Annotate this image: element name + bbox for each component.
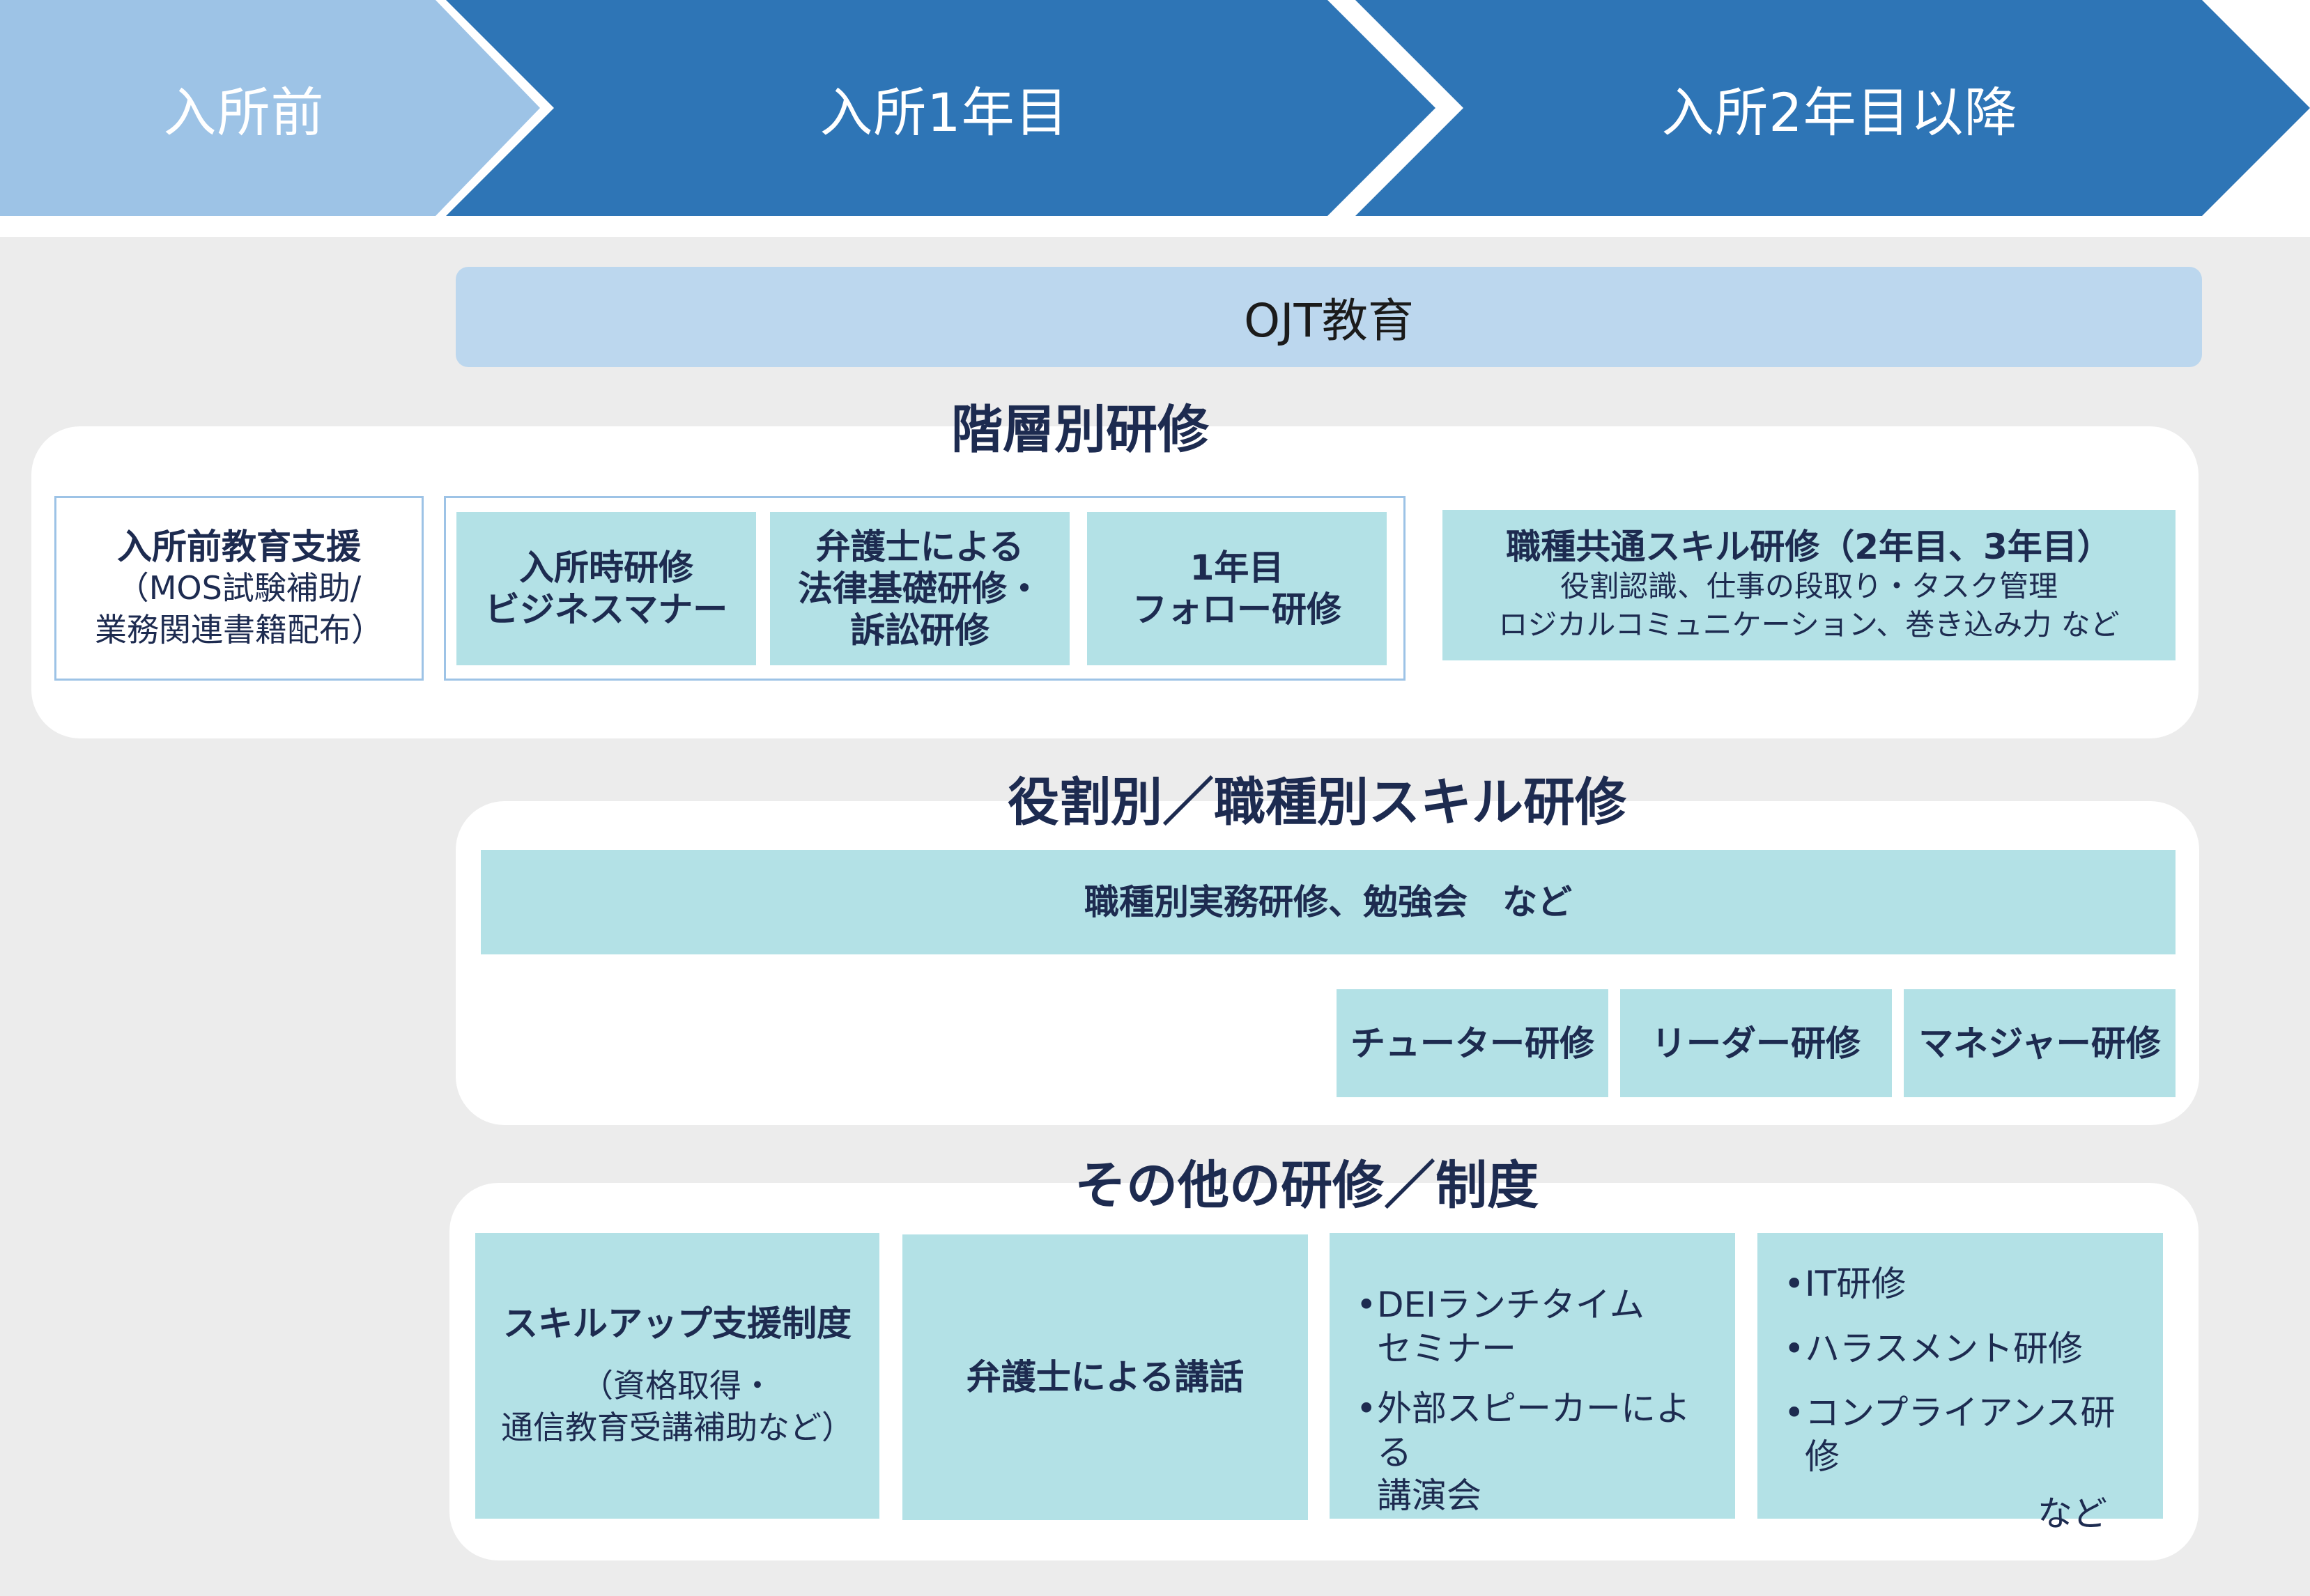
compliance-box: • IT研修 • ハラスメント研修 • コンプライアンス研修 など: [1757, 1233, 2163, 1534]
it-item-1-text: IT研修: [1805, 1264, 1907, 1304]
phase-chevrons: [0, 0, 2310, 216]
bullet-dot: •: [1784, 1264, 1805, 1304]
leader-training-box: リーダー研修: [1620, 989, 1892, 1097]
dei-box: • DEIランチタイム セミナー • 外部スピーカーによる 講演会: [1330, 1233, 1735, 1519]
other-title: その他の研修／制度: [1075, 1155, 1539, 1216]
phase-chevron-pre: [0, 0, 540, 216]
lawyer-training-line3: 訴訟研修: [850, 610, 990, 651]
followup-training-line2: フォロー研修: [1132, 589, 1341, 630]
tutor-training-box: チューター研修: [1337, 989, 1608, 1097]
skillup-box: スキルアップ支援制度 （資格取得・ 通信教育受講補助など）: [475, 1233, 879, 1519]
common-skill-sub2: ロジカルコミュニケーション、巻き込み力 など: [1498, 607, 2120, 642]
bullet-dot: •: [1356, 1285, 1377, 1325]
common-skill-sub1: 役割認識、仕事の段取り・タスク管理: [1560, 569, 2058, 604]
intro-training-line1: 入所時研修: [519, 548, 693, 588]
ojt-bar: OJT教育: [456, 267, 2202, 367]
role-title: 役割別／職種別スキル研修: [1008, 772, 1626, 832]
skillup-sub2: 通信教育受講補助など）: [501, 1409, 854, 1446]
it-item-2: • ハラスメント研修: [1784, 1327, 2149, 1371]
pre-support-box: 入所前教育支援 （MOS試験補助/ 業務関連書籍配布）: [54, 496, 424, 681]
year1-group-outline: [444, 496, 1406, 681]
dei-item-2-line2: 講演会: [1377, 1475, 1481, 1516]
dei-item-2-line1: 外部スピーカーによる: [1377, 1388, 1691, 1473]
hierarchy-title: 階層別研修: [951, 399, 1209, 460]
intro-training-line2: ビジネスマナー: [484, 589, 728, 630]
it-etc: など: [2038, 1494, 2107, 1534]
manager-training-box: マネジャー研修: [1904, 989, 2176, 1097]
phase-label-year1: 入所1年目: [819, 82, 1069, 144]
dei-item-1: • DEIランチタイム セミナー: [1356, 1283, 1721, 1370]
phase-chevron-year2: [1355, 0, 2310, 216]
followup-training-line1: 1年目: [1189, 548, 1284, 588]
followup-training-box: 1年目 フォロー研修: [1087, 512, 1387, 665]
lawyer-training-line2: 法律基礎研修・: [798, 568, 1042, 609]
lawyer-training-box: 弁護士による 法律基礎研修・ 訴訟研修: [770, 512, 1070, 665]
phase-label-pre: 入所前: [163, 82, 325, 144]
dei-item-1-line1: DEIランチタイム: [1377, 1285, 1645, 1325]
common-skill-box: 職種共通スキル研修（2年目、3年目） 役割認識、仕事の段取り・タスク管理 ロジカ…: [1442, 510, 2176, 660]
it-item-1: • IT研修: [1784, 1262, 2149, 1306]
bullet-dot: •: [1356, 1388, 1377, 1429]
bullet-dot: •: [1784, 1393, 1805, 1433]
practical-training-box: 職種別実務研修、勉強会 など: [481, 850, 2176, 954]
skillup-title: スキルアップ支援制度: [503, 1303, 852, 1345]
pre-support-sub1: （MOS試験補助/: [116, 568, 362, 607]
dei-item-2: • 外部スピーカーによる 講演会: [1356, 1387, 1721, 1518]
bullet-dot: •: [1784, 1328, 1805, 1369]
lawyer-training-line1: 弁護士による: [815, 527, 1024, 567]
phase-chevron-year1: [446, 0, 1435, 216]
it-item-2-text: ハラスメント研修: [1805, 1328, 2083, 1369]
skillup-sub1: （資格取得・: [581, 1367, 773, 1405]
pre-support-sub2: 業務関連書籍配布）: [95, 610, 383, 649]
pre-support-title: 入所前教育支援: [117, 526, 361, 567]
it-item-3: • コンプライアンス研修: [1784, 1391, 2149, 1478]
phase-label-year2: 入所2年目以降: [1661, 82, 2018, 144]
lawyer-talk-box: 弁護士による講話: [902, 1234, 1308, 1520]
intro-training-box: 入所時研修 ビジネスマナー: [456, 512, 756, 665]
it-item-3-text: コンプライアンス研修: [1805, 1393, 2116, 1477]
dei-item-1-line2: セミナー: [1377, 1328, 1516, 1369]
common-skill-title: 職種共通スキル研修（2年目、3年目）: [1506, 527, 2112, 568]
